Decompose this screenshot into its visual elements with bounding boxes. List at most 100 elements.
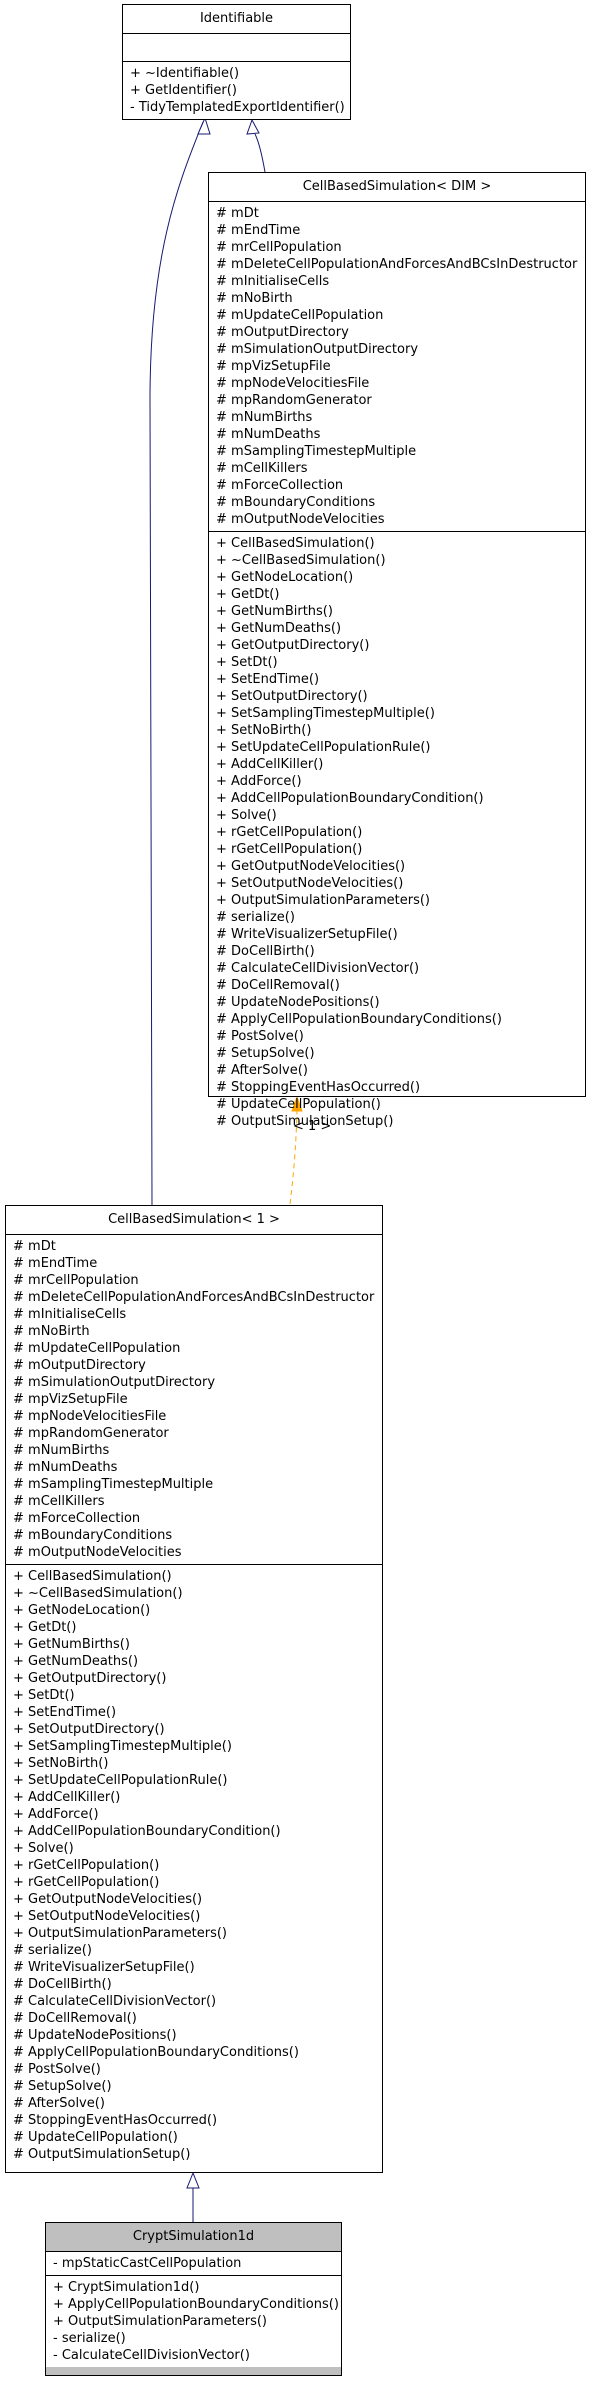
- class-method[interactable]: + GetOutputDirectory(): [13, 1671, 167, 1686]
- class-method[interactable]: + GetNodeLocation(): [13, 1603, 151, 1618]
- class-attribute[interactable]: # mpVizSetupFile: [216, 359, 331, 374]
- class-cellbasedsimulation-dim[interactable]: CellBasedSimulation< DIM > # mDt# mEndTi…: [208, 172, 586, 1129]
- class-cellbasedsimulation-1[interactable]: CellBasedSimulation< 1 > # mDt# mEndTime…: [5, 1205, 383, 2173]
- class-attribute[interactable]: # mpRandomGenerator: [13, 1426, 169, 1441]
- class-attribute[interactable]: # mDeleteCellPopulationAndForcesAndBCsIn…: [216, 257, 578, 272]
- class-attribute[interactable]: # mOutputNodeVelocities: [216, 512, 385, 527]
- class-method[interactable]: + OutputSimulationParameters(): [13, 1926, 227, 1941]
- class-attribute[interactable]: # mSamplingTimestepMultiple: [13, 1477, 214, 1492]
- class-method[interactable]: # AfterSolve(): [13, 2096, 105, 2111]
- class-attribute[interactable]: # mDt: [13, 1239, 56, 1254]
- class-attribute[interactable]: # mOutputNodeVelocities: [13, 1545, 182, 1560]
- class-method[interactable]: + GetDt(): [13, 1620, 77, 1635]
- class-identifiable[interactable]: Identifiable + ~Identifiable()+ GetIdent…: [122, 4, 351, 120]
- class-method[interactable]: + rGetCellPopulation(): [13, 1875, 160, 1890]
- class-method[interactable]: + SetOutputDirectory(): [13, 1722, 165, 1737]
- class-attribute[interactable]: # mUpdateCellPopulation: [216, 308, 384, 323]
- class-method[interactable]: # SetupSolve(): [13, 2079, 112, 2094]
- class-method[interactable]: + rGetCellPopulation(): [216, 842, 363, 857]
- class-method[interactable]: + AddCellKiller(): [13, 1790, 121, 1805]
- class-method[interactable]: + ~CellBasedSimulation(): [13, 1586, 183, 1601]
- class-method[interactable]: + rGetCellPopulation(): [216, 825, 363, 840]
- class-method[interactable]: + ~CellBasedSimulation(): [216, 553, 386, 568]
- class-attribute[interactable]: # mEndTime: [216, 223, 301, 238]
- class-method[interactable]: + ApplyCellPopulationBoundaryConditions(…: [53, 2297, 339, 2312]
- class-attribute[interactable]: # mCellKillers: [216, 461, 308, 476]
- class-method[interactable]: + OutputSimulationParameters(): [53, 2314, 267, 2329]
- class-method[interactable]: # serialize(): [216, 910, 295, 925]
- class-attribute[interactable]: # mDt: [216, 206, 259, 221]
- class-method[interactable]: # DoCellBirth(): [13, 1977, 112, 1992]
- class-method[interactable]: + CellBasedSimulation(): [216, 536, 375, 551]
- class-attribute[interactable]: - mpStaticCastCellPopulation: [53, 2256, 242, 2271]
- class-attribute[interactable]: # mOutputDirectory: [13, 1358, 146, 1373]
- class-attribute[interactable]: # mInitialiseCells: [216, 274, 330, 289]
- class-method[interactable]: # DoCellRemoval(): [13, 2011, 137, 2026]
- class-attribute[interactable]: # mEndTime: [13, 1256, 98, 1271]
- class-method[interactable]: # PostSolve(): [216, 1029, 304, 1044]
- class-method[interactable]: # OutputSimulationSetup(): [13, 2147, 191, 2162]
- class-method[interactable]: # OutputSimulationSetup(): [216, 1114, 394, 1129]
- class-attribute[interactable]: # mNoBirth: [13, 1324, 90, 1339]
- class-method[interactable]: + GetNumBirths(): [216, 604, 333, 619]
- class-method[interactable]: + SetEndTime(): [13, 1705, 117, 1720]
- class-method[interactable]: + GetNumBirths(): [13, 1637, 130, 1652]
- class-method[interactable]: # SetupSolve(): [216, 1046, 315, 1061]
- class-method[interactable]: - CalculateCellDivisionVector(): [53, 2348, 250, 2363]
- class-method[interactable]: + SetEndTime(): [216, 672, 320, 687]
- class-method[interactable]: # UpdateCellPopulation(): [13, 2130, 178, 2145]
- class-method[interactable]: - serialize(): [53, 2331, 126, 2346]
- class-method[interactable]: - TidyTemplatedExportIdentifier(): [130, 100, 345, 115]
- class-attribute[interactable]: # mNumDeaths: [216, 427, 321, 442]
- class-attribute[interactable]: # mpVizSetupFile: [13, 1392, 128, 1407]
- class-method[interactable]: # ApplyCellPopulationBoundaryConditions(…: [216, 1012, 502, 1027]
- class-method[interactable]: # ApplyCellPopulationBoundaryConditions(…: [13, 2045, 299, 2060]
- class-method[interactable]: + Solve(): [13, 1841, 74, 1856]
- class-method[interactable]: # serialize(): [13, 1943, 92, 1958]
- class-method[interactable]: + GetNumDeaths(): [216, 621, 342, 636]
- class-attribute[interactable]: # mBoundaryConditions: [13, 1528, 173, 1543]
- class-method[interactable]: + SetSamplingTimestepMultiple(): [216, 706, 435, 721]
- class-attribute[interactable]: # mOutputDirectory: [216, 325, 349, 340]
- class-method[interactable]: + CellBasedSimulation(): [13, 1569, 172, 1584]
- class-attribute[interactable]: # mpNodeVelocitiesFile: [13, 1409, 167, 1424]
- class-method[interactable]: + AddForce(): [13, 1807, 99, 1822]
- class-method[interactable]: + GetDt(): [216, 587, 280, 602]
- class-method[interactable]: + SetNoBirth(): [216, 723, 312, 738]
- class-method[interactable]: + GetOutputNodeVelocities(): [13, 1892, 203, 1907]
- class-attribute[interactable]: # mNumBirths: [13, 1443, 110, 1458]
- class-attribute[interactable]: # mDeleteCellPopulationAndForcesAndBCsIn…: [13, 1290, 375, 1305]
- class-method[interactable]: # UpdateCellPopulation(): [216, 1097, 381, 1112]
- class-method[interactable]: + SetSamplingTimestepMultiple(): [13, 1739, 232, 1754]
- class-method[interactable]: # PostSolve(): [13, 2062, 101, 2077]
- class-method[interactable]: # WriteVisualizerSetupFile(): [216, 927, 398, 942]
- class-method[interactable]: + GetOutputDirectory(): [216, 638, 370, 653]
- class-attribute[interactable]: # mrCellPopulation: [13, 1273, 139, 1288]
- class-method[interactable]: # UpdateNodePositions(): [216, 995, 380, 1010]
- class-attribute[interactable]: # mNumDeaths: [13, 1460, 118, 1475]
- class-cryptsimulation1d[interactable]: CryptSimulation1d - mpStaticCastCellPopu…: [45, 2222, 342, 2376]
- class-method[interactable]: + rGetCellPopulation(): [13, 1858, 160, 1873]
- class-method[interactable]: # StoppingEventHasOccurred(): [216, 1080, 421, 1095]
- class-attribute[interactable]: # mForceCollection: [13, 1511, 141, 1526]
- class-method[interactable]: + AddCellPopulationBoundaryCondition(): [13, 1824, 281, 1839]
- class-method[interactable]: # WriteVisualizerSetupFile(): [13, 1960, 195, 1975]
- class-attribute[interactable]: # mBoundaryConditions: [216, 495, 376, 510]
- class-method[interactable]: + OutputSimulationParameters(): [216, 893, 430, 908]
- class-method[interactable]: # AfterSolve(): [216, 1063, 308, 1078]
- class-method[interactable]: + GetOutputNodeVelocities(): [216, 859, 406, 874]
- class-attribute[interactable]: # mInitialiseCells: [13, 1307, 127, 1322]
- class-method[interactable]: + AddForce(): [216, 774, 302, 789]
- class-attribute[interactable]: # mSamplingTimestepMultiple: [216, 444, 417, 459]
- class-method[interactable]: + SetDt(): [13, 1688, 75, 1703]
- class-method[interactable]: + CryptSimulation1d(): [53, 2280, 200, 2295]
- class-method[interactable]: + Solve(): [216, 808, 277, 823]
- class-method[interactable]: # UpdateNodePositions(): [13, 2028, 177, 2043]
- class-method[interactable]: # CalculateCellDivisionVector(): [216, 961, 420, 976]
- class-method[interactable]: # DoCellRemoval(): [216, 978, 340, 993]
- class-attribute[interactable]: # mpNodeVelocitiesFile: [216, 376, 370, 391]
- class-method[interactable]: + SetNoBirth(): [13, 1756, 109, 1771]
- class-method[interactable]: + GetNumDeaths(): [13, 1654, 139, 1669]
- class-method[interactable]: + SetDt(): [216, 655, 278, 670]
- class-attribute[interactable]: # mForceCollection: [216, 478, 344, 493]
